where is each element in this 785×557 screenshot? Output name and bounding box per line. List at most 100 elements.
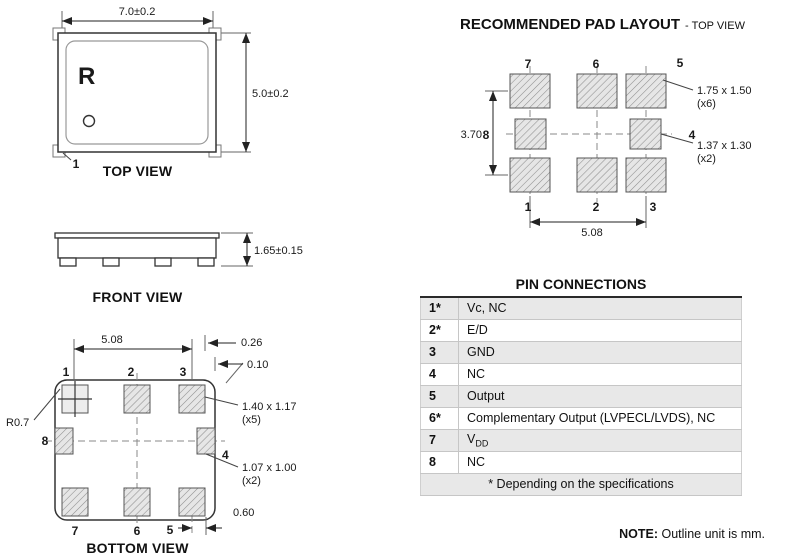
pad-layout-title-main: RECOMMENDED PAD LAYOUT — [460, 16, 681, 33]
pad-5 — [178, 487, 206, 517]
bottom-view-dimension-lines — [74, 339, 243, 532]
dim-seam-offset: 0.10 — [247, 359, 268, 371]
pad-4 — [196, 427, 216, 455]
pin-number-6: 6 — [134, 524, 141, 538]
layout-pads — [509, 73, 667, 193]
dim-offset-060: 0.60 — [233, 507, 254, 519]
pin-cell: 4 — [420, 363, 459, 386]
pin-connections-table: 1* Vc, NC 2* E/D 3 GND 4 NC 5 Output 6* … — [420, 296, 742, 496]
dim-pad-small-qty: (x2) — [242, 475, 261, 487]
package-body-profile — [57, 237, 217, 259]
pin-row-5: 5 Output — [420, 385, 742, 408]
layout-pin-number-6: 6 — [593, 57, 600, 71]
layout-pin-number-4: 4 — [689, 128, 696, 142]
bottom-view-leader-lines — [33, 388, 239, 468]
layout-pin-number-2: 2 — [593, 200, 600, 214]
pad-layout-extension-lines — [485, 90, 647, 228]
pad-layout-dimension-lines — [489, 91, 646, 226]
pad-8 — [54, 427, 74, 455]
desc-cell: Complementary Output (LVPECL/LVDS), NC — [458, 407, 742, 430]
layout-pad-1 — [509, 157, 551, 193]
top-view-title: TOP VIEW — [102, 163, 173, 179]
pin-number-8: 8 — [42, 434, 49, 448]
layout-pad-6 — [576, 73, 618, 109]
pin-number-1: 1 — [63, 365, 70, 379]
pad-layout-title: RECOMMENDED PAD LAYOUT - TOP VIEW — [420, 16, 785, 33]
bottom-pad-profile — [59, 257, 77, 267]
pin-cell: 7 — [420, 429, 459, 452]
pin-cell: 6* — [420, 407, 459, 430]
desc-cell: Output — [458, 385, 742, 408]
layout-pad-8 — [514, 118, 547, 150]
top-view-dimension-lines — [62, 17, 250, 152]
dim-package-width: 7.0±0.2 — [119, 6, 156, 18]
top-view-drawing: R 7.0±0.2 5.0±0.2 1 — [52, 6, 289, 171]
pad-3 — [178, 384, 206, 414]
pad-layout-leader-lines — [660, 79, 694, 144]
dim-corner-radius: R0.7 — [6, 417, 29, 429]
pin-row-1: 1* Vc, NC — [420, 297, 742, 320]
bottom-pad-profile — [197, 257, 215, 267]
bottom-view-title: BOTTOM VIEW — [86, 540, 189, 556]
pin-connections-title: PIN CONNECTIONS — [515, 276, 647, 292]
vdd-main: V — [467, 431, 476, 446]
desc-cell: Vc, NC — [458, 297, 742, 320]
pin-number-2: 2 — [128, 365, 135, 379]
pin-cell: 3 — [420, 341, 459, 364]
note-label: NOTE: — [619, 527, 659, 541]
dim-pad-small: 1.07 x 1.00 — [242, 462, 296, 474]
dim-layout-pad-large-qty: (x6) — [697, 98, 716, 110]
pin-cell: 8 — [420, 451, 459, 474]
dim-layout-horizontal: 5.08 — [581, 227, 602, 239]
dim-package-height: 5.0±0.2 — [252, 88, 289, 100]
bottom-view-drawing: 5.08 0.26 0.10 1.40 x 1.17 (x5) R0.7 1.0… — [6, 334, 296, 538]
dim-edge-offset: 0.26 — [241, 337, 262, 349]
front-view-drawing: 1.65±0.15 — [54, 232, 303, 267]
desc-cell: VDD — [458, 429, 742, 452]
pad-layout-title-sub: - TOP VIEW — [685, 20, 745, 32]
desc-cell: E/D — [458, 319, 742, 342]
layout-pad-2 — [576, 157, 618, 193]
pad-layout-drawing: 3.70 5.08 1.75 x 1.50 (x6) 1.37 x 1.30 (… — [461, 56, 752, 239]
desc-cell: NC — [458, 363, 742, 386]
layout-pin-number-5: 5 — [677, 56, 684, 70]
dim-layout-pad-large: 1.75 x 1.50 — [697, 85, 751, 97]
package-lid-profile — [54, 232, 220, 239]
layout-pad-3 — [625, 157, 667, 193]
pin-row-8: 8 NC — [420, 451, 742, 474]
pin-row-6: 6* Complementary Output (LVPECL/LVDS), N… — [420, 407, 742, 430]
note-text: Outline unit is mm. — [658, 527, 765, 541]
bottom-pad-profile — [154, 257, 172, 267]
pin1-mark-circle — [82, 114, 96, 128]
desc-cell: NC — [458, 451, 742, 474]
dim-layout-pad-small: 1.37 x 1.30 — [697, 140, 751, 152]
layout-pad-5 — [625, 73, 667, 109]
package-lid — [65, 40, 209, 145]
front-view-extension-lines — [221, 232, 253, 267]
pin-cell: 5 — [420, 385, 459, 408]
bottom-pads — [54, 381, 216, 517]
dim-pad-large: 1.40 x 1.17 — [242, 401, 296, 413]
layout-pin-number-3: 3 — [650, 200, 657, 214]
dim-layout-vertical: 3.70 — [461, 129, 482, 141]
layout-pin-number-7: 7 — [525, 57, 532, 71]
pin-number-5: 5 — [167, 523, 174, 537]
pin-number-3: 3 — [180, 365, 187, 379]
pin-number-7: 7 — [72, 524, 79, 538]
desc-cell: GND — [458, 341, 742, 364]
vdd-sub: DD — [475, 438, 489, 449]
pin-cell: 2* — [420, 319, 459, 342]
outline-note: NOTE: Outline unit is mm. — [420, 527, 765, 541]
manufacturer-logo: R — [78, 63, 95, 90]
front-view-package — [54, 232, 220, 267]
layout-pad-4 — [629, 118, 662, 150]
pin-row-4: 4 NC — [420, 363, 742, 386]
bottom-pad-profile — [102, 257, 120, 267]
top-view-package: R — [52, 27, 222, 161]
layout-pin-number-8: 8 — [483, 128, 490, 142]
pad-6 — [123, 487, 151, 517]
dim-layout-pad-small-qty: (x2) — [697, 153, 716, 165]
dim-pad-large-qty: (x5) — [242, 414, 261, 426]
pad-7 — [61, 487, 89, 517]
